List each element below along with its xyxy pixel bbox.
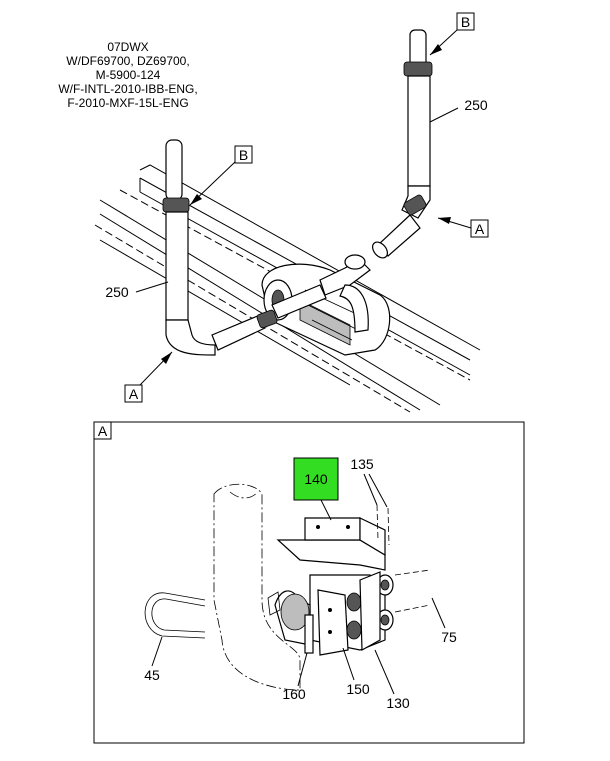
detail-a-panel: A — [93, 421, 525, 744]
model-note-line-4: W/F-INTL-2010-IBB-ENG, — [58, 82, 197, 96]
model-note-line-2: W/DF69700, DZ69700, — [66, 54, 189, 68]
part-135-label: 135 — [350, 456, 374, 472]
detail-a-tag: A — [98, 423, 108, 439]
model-note-line-5: F-2010-MXF-15L-ENG — [67, 96, 188, 110]
callout-250-right-label: 250 — [464, 97, 488, 113]
part-140-label: 140 — [304, 471, 328, 487]
detail-part-labels: 135 45 75 160 150 130 — [144, 456, 457, 711]
part-150-label: 150 — [346, 681, 370, 697]
detail-bracket-140 — [276, 517, 386, 571]
model-note-line-3: M-5900-124 — [96, 68, 161, 82]
detail-phantom-pipe — [213, 483, 301, 691]
callout-a-right: A — [437, 217, 489, 238]
pipe-250-right — [372, 29, 433, 259]
callout-a-right-label: A — [475, 221, 485, 237]
callout-250-right: 250 — [429, 97, 488, 123]
callout-a-left-label: A — [129, 386, 139, 402]
part-75-label: 75 — [441, 629, 457, 645]
model-note-line-1: 07DWX — [107, 40, 148, 54]
part-160-label: 160 — [282, 686, 306, 702]
center-elbow — [319, 254, 371, 333]
callout-b-top-label: B — [461, 14, 470, 30]
part-130-label: 130 — [386, 695, 410, 711]
callout-a-left: A — [124, 351, 173, 403]
detail-part-140-highlight: 140 — [293, 457, 339, 521]
callout-250-left: 250 — [105, 281, 169, 300]
detail-clamp-assembly — [267, 571, 394, 656]
callout-250-left-label: 250 — [105, 284, 129, 300]
callout-b-left-label: B — [239, 147, 248, 163]
model-note: 07DWX W/DF69700, DZ69700, M-5900-124 W/F… — [58, 40, 197, 110]
pipe-250-left — [162, 139, 327, 356]
detail-bolts-135 — [376, 504, 431, 613]
callout-b-top: B — [429, 12, 475, 56]
callout-b-left: B — [189, 145, 253, 206]
detail-u-bolt — [144, 592, 206, 639]
part-45-label: 45 — [144, 667, 160, 683]
